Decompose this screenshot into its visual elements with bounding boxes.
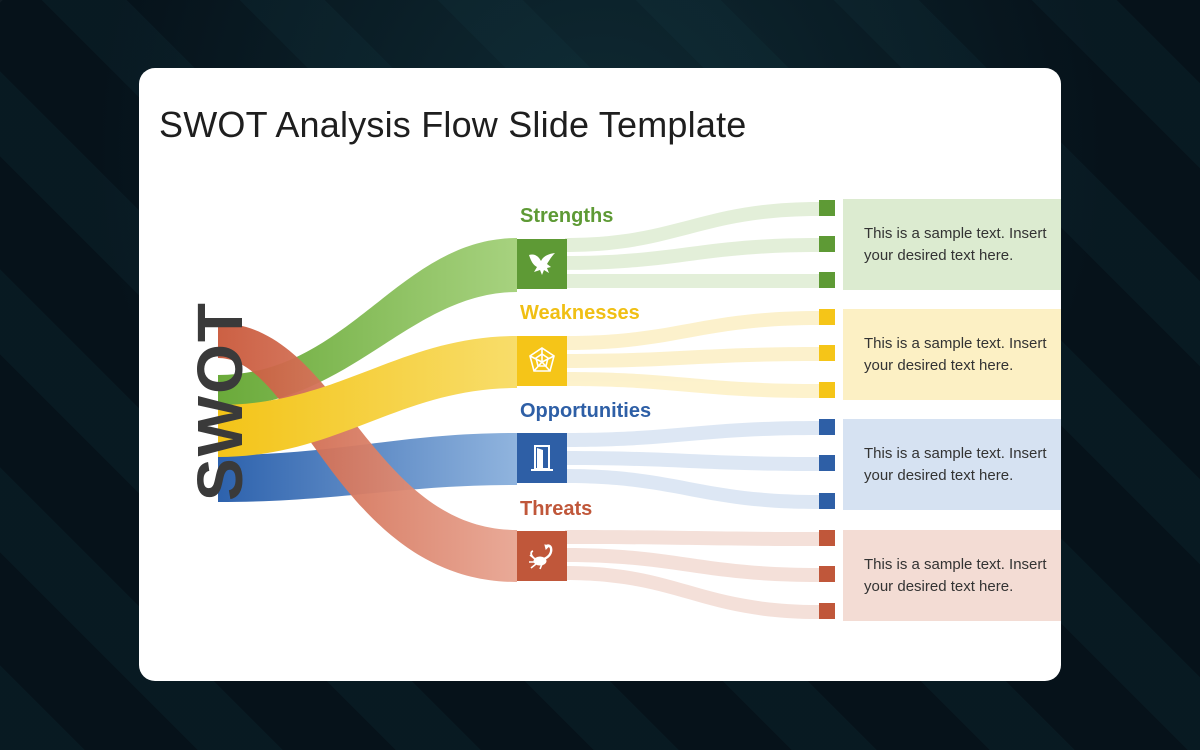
weaknesses-description-box: This is a sample text. Insert your desir… (843, 309, 1061, 400)
label-threats: Threats (520, 498, 593, 520)
branches-threats (565, 530, 819, 619)
opportunities-square-3 (819, 493, 835, 509)
branches-weaknesses (565, 311, 819, 398)
branches-strengths (565, 202, 819, 288)
opportunities-description-box: This is a sample text. Insert your desir… (843, 419, 1061, 510)
strengths-description-box: This is a sample text. Insert your desir… (843, 199, 1061, 290)
opportunities-square-2 (819, 455, 835, 471)
weaknesses-square-3 (819, 382, 835, 398)
strengths-square-1 (819, 200, 835, 216)
opportunities-description: This is a sample text. Insert your desir… (864, 444, 1047, 484)
strengths-description: This is a sample text. Insert your desir… (864, 224, 1047, 264)
weaknesses-description: This is a sample text. Insert your desir… (864, 334, 1047, 374)
slide: SWOT Analysis Flow Slide Template (139, 68, 1061, 681)
label-weaknesses: Weaknesses (520, 302, 640, 324)
flow-weaknesses (218, 336, 517, 457)
opportunities-icon-box (517, 433, 567, 483)
strengths-square-3 (819, 272, 835, 288)
threats-square-2 (819, 566, 835, 582)
swot-vertical-title: SWOT (184, 301, 256, 501)
branches-opportunities (565, 421, 819, 509)
spiderweb-icon (529, 347, 555, 372)
flow-threats (218, 323, 517, 582)
weaknesses-square-1 (819, 309, 835, 325)
opportunities-square-1 (819, 419, 835, 435)
threats-icon-box (517, 531, 567, 581)
label-strengths: Strengths (520, 205, 614, 227)
strengths-icon-box (517, 239, 567, 289)
weaknesses-square-2 (819, 345, 835, 361)
threats-description-box: This is a sample text. Insert your desir… (843, 530, 1061, 621)
eagle-icon (529, 253, 555, 275)
strengths-square-2 (819, 236, 835, 252)
weaknesses-icon-box (517, 336, 567, 386)
threats-description: This is a sample text. Insert your desir… (864, 555, 1047, 595)
flow-diagram (218, 202, 819, 619)
scorpion-icon (529, 544, 553, 570)
threats-square-1 (819, 530, 835, 546)
door-icon (531, 445, 553, 471)
threats-square-3 (819, 603, 835, 619)
slide-title: SWOT Analysis Flow Slide Template (159, 104, 747, 145)
label-opportunities: Opportunities (520, 400, 652, 422)
